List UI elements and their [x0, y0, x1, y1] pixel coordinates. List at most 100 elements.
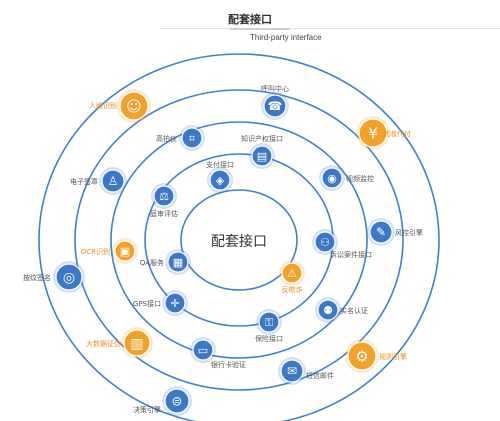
node-circle — [55, 263, 83, 291]
headset-icon: ☎ — [268, 99, 283, 113]
node-real-name-auth[interactable]: ⚉ 实名认证 — [315, 297, 368, 323]
node-circle — [123, 329, 151, 357]
node-circle — [101, 169, 125, 193]
node-video-surveillance[interactable]: ◉ 视频监控 — [319, 165, 374, 191]
gps-icon: ✛ — [170, 297, 179, 310]
node-circle — [281, 262, 303, 284]
node-label: 反欺诈 — [282, 285, 303, 294]
node-circle — [251, 145, 273, 167]
node-circle — [164, 292, 186, 314]
node-agent-payment[interactable]: ¥ 代收代付 — [356, 116, 411, 150]
node-label: 人脸识别 — [89, 101, 117, 110]
node-label: 银行卡验证 — [211, 360, 246, 369]
node-hearing-evaluation[interactable]: ⚖ 庭审评估 — [150, 183, 178, 218]
node-fingerprint-signature[interactable]: ◎ 按纹签名 — [23, 261, 85, 293]
data-icon: ▥ — [130, 336, 143, 352]
node-circle — [347, 341, 377, 371]
node-guarantee-interface[interactable]: ⚿ 保险接口 — [255, 309, 283, 343]
header-accent — [230, 24, 290, 30]
node-label: 代收代付 — [383, 129, 411, 138]
node-label: 电子签章 — [70, 177, 98, 186]
node-anti-fraud[interactable]: ⚠ 反欺诈 — [279, 260, 305, 294]
node-payment-interface[interactable]: ◈ 支付接口 — [206, 160, 234, 193]
ocr-icon: ▣ — [120, 245, 130, 258]
gavel-icon: ⚖ — [159, 190, 169, 203]
payment-icon: ◈ — [216, 174, 225, 187]
fingerprint-icon: ◎ — [63, 270, 75, 286]
interface-nodes: ☺ 人脸识别 ☎ 呼叫中心 ¥ 代收代付 ⌗ 高拍仪 ▤ 知识产权接口 ♙ 电子签章 ◈ 支付接口 ◉ 视频监… — [23, 84, 423, 416]
node-circle — [358, 118, 388, 148]
node-circle — [321, 167, 343, 189]
cctv-icon: ◉ — [327, 172, 337, 185]
node-risk-engine[interactable]: ✎ 风控引擎 — [367, 218, 423, 246]
node-label: 按纹签名 — [23, 273, 51, 282]
anti-fraud-icon: ⚠ — [287, 267, 297, 280]
rule-engine-icon: ⚙ — [355, 347, 368, 365]
real-name-icon: ⚉ — [323, 304, 333, 317]
node-label: 高拍仪 — [156, 134, 177, 143]
bank-card-icon: ▭ — [198, 344, 208, 357]
node-label: 大数据征信 — [86, 339, 121, 348]
node-circle — [164, 388, 190, 414]
user-stamp-icon: ♙ — [108, 174, 119, 188]
node-circle — [314, 231, 336, 253]
node-gps-interface[interactable]: ✛ GPS接口 — [133, 290, 188, 316]
node-label: 保险接口 — [255, 334, 283, 343]
node-circle — [192, 339, 214, 361]
orbit-ring-5 — [38, 53, 440, 421]
node-big-data-credit[interactable]: ▥ 大数据征信 — [86, 327, 153, 359]
node-circle — [258, 311, 280, 333]
node-label: 视频监控 — [346, 174, 374, 183]
node-circle — [153, 185, 175, 207]
node-ip-interface[interactable]: ▤ 知识产权接口 — [241, 134, 283, 169]
node-litigation-interface[interactable]: ⚇诉讼案件接口 — [312, 229, 372, 259]
document-icon: ▤ — [257, 150, 267, 163]
node-circle — [263, 94, 287, 118]
node-high-speed-scanner[interactable]: ⌗ 高拍仪 — [156, 125, 205, 151]
node-label: 呼叫中心 — [261, 84, 289, 93]
center-label: 配套接口 — [211, 233, 267, 250]
node-call-center[interactable]: ☎ 呼叫中心 — [261, 84, 289, 120]
node-e-signature[interactable]: ♙ 电子签章 — [70, 167, 127, 195]
camera-icon: ⌗ — [189, 132, 195, 145]
lock-icon: ⚿ — [265, 316, 273, 329]
page-title: 配套接口 — [228, 13, 272, 26]
node-label: 决策引擎 — [133, 405, 161, 414]
node-sms-email[interactable]: ✉ 短信邮件 — [278, 357, 334, 385]
qa-icon: ▦ — [173, 256, 183, 269]
node-label: 诉讼案件接口 — [330, 250, 372, 259]
node-face-recognition[interactable]: ☺ 人脸识别 — [89, 89, 151, 123]
node-rule-engine[interactable]: ⚙ 规则引擎 — [345, 339, 407, 373]
node-bank-card-verify[interactable]: ▭银行卡验证 — [190, 337, 246, 369]
money-hand-icon: ¥ — [368, 124, 378, 142]
orbit-ring-1 — [180, 189, 298, 291]
decision-icon: ⊜ — [172, 395, 183, 410]
node-label: OCR识别 — [81, 247, 110, 256]
node-label: 支付接口 — [206, 160, 234, 169]
node-label: 庭审评估 — [150, 209, 178, 218]
page-subtitle: Third-party interface — [250, 33, 322, 42]
node-qa-service[interactable]: ▦ QA服务 — [140, 249, 191, 275]
node-label: 知识产权接口 — [241, 134, 283, 143]
node-ocr-recognition[interactable]: ▣ OCR识别 — [81, 238, 138, 264]
node-label: 风控引擎 — [395, 228, 423, 237]
orbit-ring-3 — [110, 121, 368, 359]
node-label: GPS接口 — [133, 299, 161, 308]
header-divider — [160, 28, 500, 29]
node-circle — [317, 299, 339, 321]
node-circle — [181, 127, 203, 149]
node-label: 规则引擎 — [379, 352, 407, 361]
mail-icon: ✉ — [287, 364, 297, 378]
node-label: 短信邮件 — [306, 371, 334, 380]
shield-icon: ✎ — [376, 225, 386, 239]
node-circle — [167, 251, 189, 273]
node-circle — [280, 359, 304, 383]
node-circle — [119, 91, 149, 121]
node-circle — [209, 169, 231, 191]
node-decision-engine[interactable]: ⊜ 决策引擎 — [133, 386, 192, 416]
face-scan-icon: ☺ — [126, 97, 142, 115]
node-label: 实名认证 — [340, 306, 368, 315]
node-label: QA服务 — [140, 258, 164, 267]
